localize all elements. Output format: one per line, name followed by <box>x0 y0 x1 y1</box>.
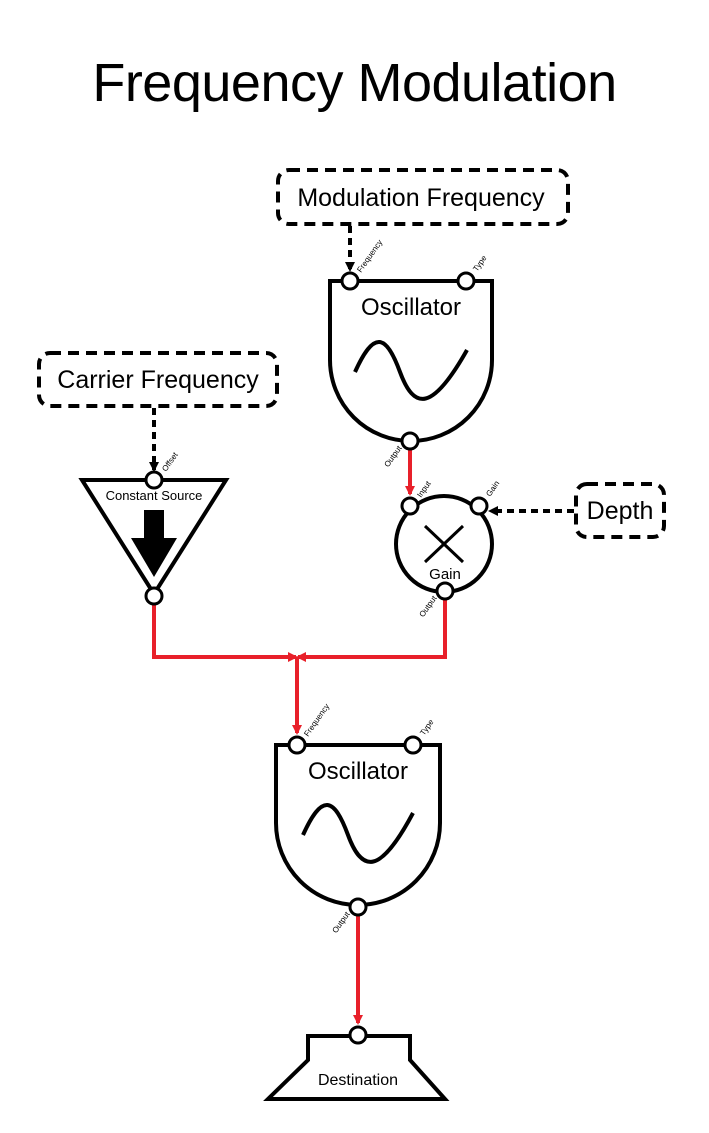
sine-wave-icon <box>301 803 415 864</box>
modulator-type-port[interactable] <box>456 271 476 291</box>
constant-source-node[interactable]: Constant Source <box>78 478 230 598</box>
modulation-frequency-param[interactable]: Modulation Frequency <box>276 168 570 226</box>
page-title: Frequency Modulation <box>92 53 617 113</box>
constant-source-label: Constant Source <box>106 488 203 503</box>
down-arrow-icon <box>131 510 177 577</box>
gain-label: Gain <box>429 566 461 583</box>
carrier-type-port[interactable] <box>403 735 423 755</box>
multiply-icon <box>423 524 465 564</box>
carrier-frequency-param[interactable]: Carrier Frequency <box>37 351 279 408</box>
depth-param[interactable]: Depth <box>574 482 666 539</box>
constant-source-offset-port-label: Offset <box>160 450 180 473</box>
carrier-output-port-label: Output <box>330 909 352 934</box>
gain-output-port-label: Output <box>417 593 439 618</box>
gain-output-port[interactable] <box>435 581 455 601</box>
carrier-oscillator-node[interactable]: Oscillator <box>274 743 442 907</box>
modulator-type-port-label: Type <box>471 253 489 273</box>
carrier-output-port[interactable] <box>348 897 368 917</box>
constant-source-offset-port[interactable] <box>144 470 164 490</box>
destination-label: Destination <box>318 1072 398 1089</box>
carrier-frequency-port-label: Frequency <box>302 702 331 738</box>
modulator-oscillator-label: Oscillator <box>361 294 461 321</box>
carrier-frequency-port[interactable] <box>287 735 307 755</box>
depth-label: Depth <box>587 497 654 525</box>
gain-gain-port[interactable] <box>469 496 489 516</box>
destination-input-port[interactable] <box>348 1025 368 1045</box>
constant-source-output-port[interactable] <box>144 586 164 606</box>
sine-wave-icon <box>353 340 469 401</box>
destination-node[interactable]: Destination <box>263 1034 450 1101</box>
modulator-output-port-label: Output <box>382 443 404 468</box>
modulator-frequency-port-label: Frequency <box>355 238 384 274</box>
gain-to-junction-connection <box>296 598 447 662</box>
gain-input-port[interactable] <box>400 496 420 516</box>
constant-source-to-junction-connection <box>152 602 298 662</box>
modulator-frequency-port[interactable] <box>340 271 360 291</box>
modulation-frequency-label: Modulation Frequency <box>297 184 545 212</box>
modulator-oscillator-node[interactable]: Oscillator <box>328 279 494 443</box>
carrier-frequency-label: Carrier Frequency <box>57 366 259 394</box>
gain-gain-port-label: Gain <box>484 479 501 498</box>
modulator-output-port[interactable] <box>400 431 420 451</box>
carrier-oscillator-label: Oscillator <box>308 758 408 785</box>
carrier-type-port-label: Type <box>418 717 436 737</box>
